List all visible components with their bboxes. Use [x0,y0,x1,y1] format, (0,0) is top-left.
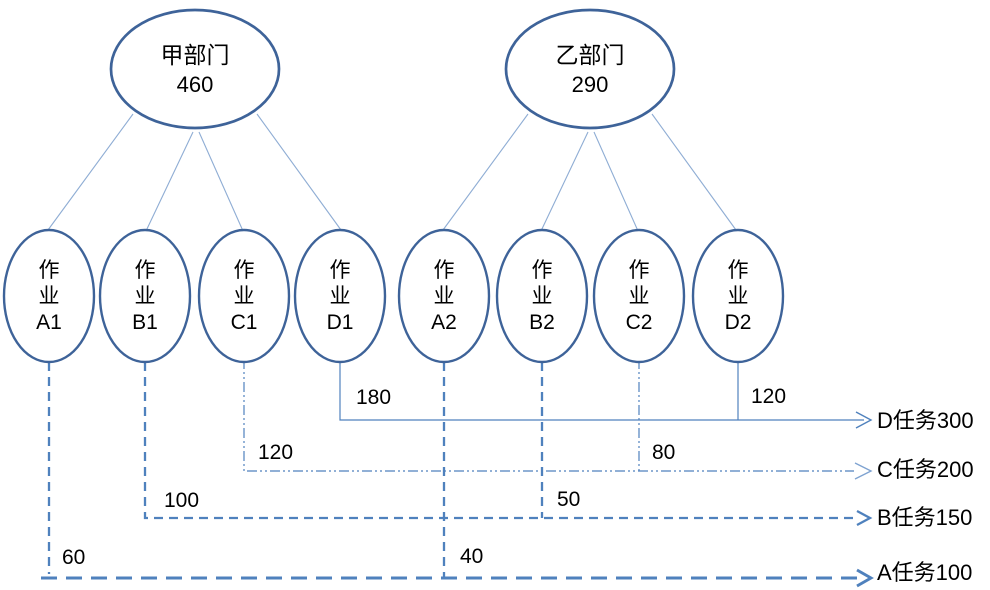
activity-node-d2: 作 业 D2 [691,228,785,364]
activity-node-c2: 作 业 C2 [592,228,686,364]
activity-word-line2: 业 [532,285,553,308]
activity-code: A1 [36,311,62,334]
activity-ellipse [98,228,192,364]
allocation-flow-lines [41,359,874,588]
arrowhead-d-task [855,411,873,429]
activity-ellipse [592,228,686,364]
activity-word-line1: 作 [135,259,156,282]
activity-word-line1: 作 [532,259,553,282]
allocation-value-c1: 120 [258,441,293,464]
allocation-value-labels: 60 100 120 180 40 50 80 120 [62,385,786,569]
activity-word-line2: 业 [728,285,749,308]
activity-word-line2: 业 [629,285,650,308]
activity-ellipse [293,228,387,364]
flow-line-d1 [339,361,864,421]
activity-ellipse [691,228,785,364]
allocation-value-c2: 80 [652,441,675,464]
connector-jia-d1 [256,113,342,231]
department-name: 乙部门 [556,42,625,68]
department-value: 460 [177,72,214,97]
allocation-value-d1: 180 [356,386,391,409]
connector-jia-c1 [198,131,244,232]
activity-node-a1: 作 业 A1 [2,228,96,364]
activity-ellipse [2,228,96,364]
activity-ellipse [495,228,589,364]
connector-yi-b2 [540,131,589,232]
task-labels: D任务300 C任务200 B任务150 A任务100 [877,408,974,585]
department-ellipse [109,8,281,130]
arrowhead-c-task [854,462,873,480]
arrowhead-a-task [856,568,874,588]
activity-word-line1: 作 [629,259,650,282]
connector-jia-a1 [47,113,134,231]
activity-node-b2: 作 业 B2 [495,228,589,364]
activity-word-line2: 业 [330,285,351,308]
task-label-b: B任务150 [877,505,972,530]
activity-node-a2: 作 业 A2 [397,228,491,364]
activity-word-line2: 业 [434,285,455,308]
task-label-c: C任务200 [877,457,974,482]
activity-word-line2: 业 [39,285,60,308]
connector-jia-b1 [145,131,194,232]
task-label-d: D任务300 [877,408,974,433]
arrowhead-b-task [856,509,873,527]
connector-yi-d2 [651,113,737,231]
activity-node-c1: 作 业 C1 [197,228,291,364]
activity-code: D2 [725,311,752,334]
activity-code: B2 [529,311,555,334]
connector-yi-a2 [442,113,529,231]
activity-code: C1 [231,311,258,334]
department-name: 甲部门 [161,42,230,68]
activity-code: C2 [626,311,653,334]
flow-line-c1 [243,359,854,472]
task-label-a: A任务100 [877,560,972,585]
connector-yi-c2 [593,131,639,232]
activity-word-line1: 作 [728,259,749,282]
allocation-value-a1: 60 [62,546,85,569]
department-value: 290 [572,72,609,97]
department-node-yi: 乙部门 290 [504,8,676,130]
activity-code: A2 [431,311,457,334]
activity-word-line1: 作 [234,259,255,282]
allocation-value-a2: 40 [460,545,483,568]
flow-line-b1 [143,362,858,520]
activity-node-d1: 作 业 D1 [293,228,387,364]
activity-word-line1: 作 [434,259,455,282]
activity-word-line1: 作 [330,259,351,282]
department-ellipse [504,8,676,130]
allocation-value-b2: 50 [557,488,580,511]
activity-code: D1 [327,311,354,334]
activity-word-line1: 作 [39,259,60,282]
activity-code: B1 [132,311,158,334]
allocation-value-b1: 100 [164,489,199,512]
allocation-value-d2: 120 [751,385,786,408]
activity-node-b1: 作 业 B1 [98,228,192,364]
activity-ellipse [397,228,491,364]
activity-word-line2: 业 [234,285,255,308]
activity-word-line2: 业 [135,285,156,308]
activity-ellipse [197,228,291,364]
department-node-jia: 甲部门 460 [109,8,281,130]
department-activity-connectors [47,113,737,232]
